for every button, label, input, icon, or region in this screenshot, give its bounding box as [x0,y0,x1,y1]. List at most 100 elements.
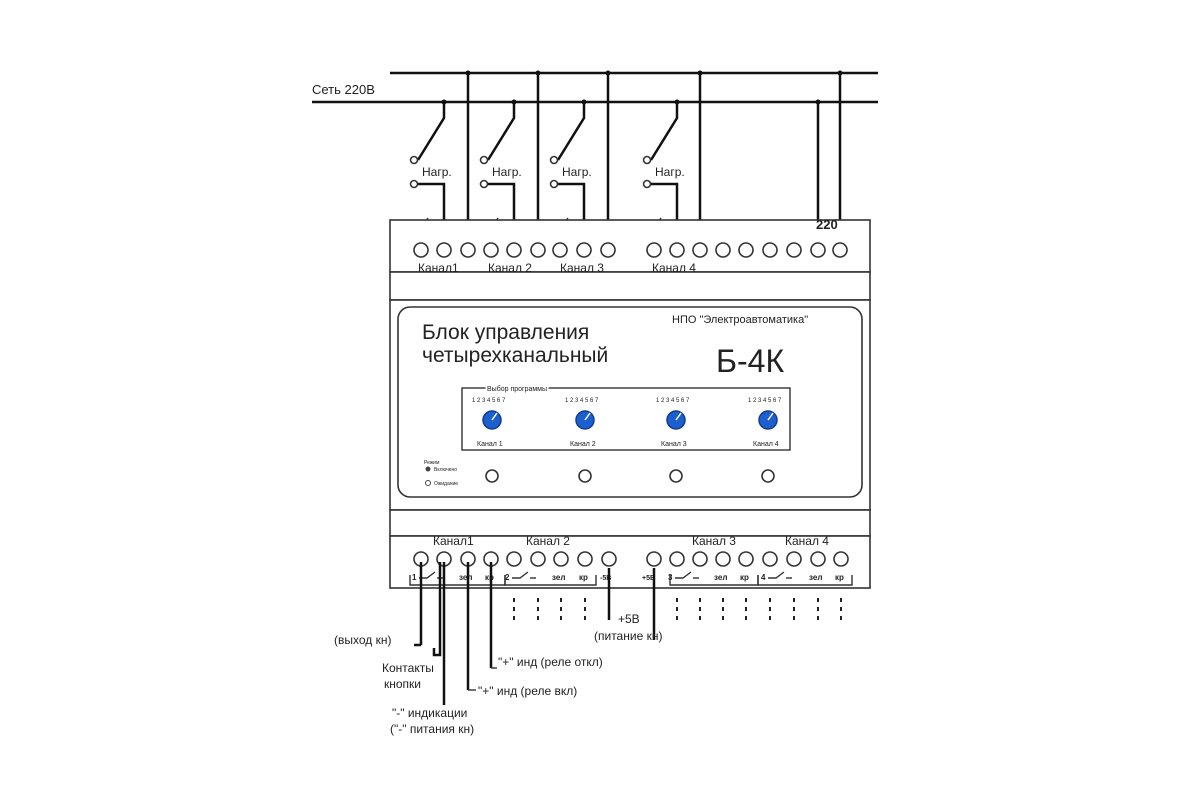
top-terminal [483,242,499,258]
load-label: Нагр. [422,165,452,179]
device-title-line1: Блок управления [422,321,589,344]
bottom-channel-label: Канал 3 [692,534,736,548]
device-title-line2: четырехканальный [422,344,608,367]
load-label: Нагр. [492,165,522,179]
top-channel-label: Канал 2 [488,261,532,275]
top-terminal [552,242,568,258]
top-terminal [669,242,685,258]
dial-scale: 1 2 3 4 5 6 7 [656,398,690,404]
bottom-terminal [553,551,569,567]
top-terminal [530,242,546,258]
knob-channel-label: Канал 1 [477,441,503,448]
load-wire [416,102,446,161]
mains-node [535,70,541,76]
ind-off-label: "+" инд (реле откл) [498,655,603,669]
bottom-terminal [669,551,685,567]
top-terminals [413,242,848,258]
model-label: Б-4К [716,343,784,379]
load-terminal [642,155,652,165]
load-label: Нагр. [562,165,592,179]
knob-pointer [491,412,498,421]
channel-led [669,469,683,483]
terminal-number: 4 [761,573,766,582]
unused-wires [513,598,842,620]
ind-on-label: "+" инд (реле вкл) [478,684,577,698]
knob-pointer [675,412,682,421]
top-channel-label: Канал1 [418,261,459,275]
top-terminal [810,242,826,258]
button-switch-symbol [768,571,785,579]
bottom-terminal [762,551,778,567]
bottom-terminal [738,551,754,567]
indicator-active-label: Включено [434,467,457,473]
mains-node [465,70,471,76]
channel-led [485,469,499,483]
top-terminal [832,242,848,258]
top-terminal [413,242,429,258]
indicator-standby-label: Ожидание [434,481,458,487]
terminal-number: 2 [505,573,510,582]
button-switch-symbol [675,571,692,579]
load-terminal [479,179,489,189]
dial-scale: 1 2 3 4 5 6 7 [565,398,599,404]
indicator-mode-label: Режим [424,460,440,466]
bottom-terminal [692,551,708,567]
bottom-channel-label: Канал 2 [526,534,570,548]
device-top-strip [389,271,871,301]
top-terminal [786,242,802,258]
load-terminal [549,155,559,165]
load-terminal [549,179,559,189]
load-terminal [642,179,652,189]
device-bottom-strip [389,509,871,537]
bottom-channel-labels: Канал1 Канал 2 Канал 3 Канал 4 [433,534,829,548]
knob-channel-label: Канал 4 [753,441,779,448]
dial-scale: 1 2 3 4 5 6 7 [472,398,506,404]
button-contacts-label-1: Контакты [382,661,434,675]
load-label: Нагр. [655,165,685,179]
mains-node [605,70,611,76]
top-terminal [715,242,731,258]
bottom-terminal [577,551,593,567]
program-select-label: Выбор программы [487,385,547,393]
mains-node [837,70,843,76]
dial-scale: 1 2 3 4 5 6 7 [748,398,782,404]
program-select-box [461,387,791,451]
terminal-kr-label: кр [579,573,588,582]
top-terminal [692,242,708,258]
top-terminal [576,242,592,258]
top-terminal [460,242,476,258]
knob-pointer [584,412,591,421]
terminal-plus5-label: +5В [642,575,655,582]
mains-node [815,99,821,105]
indicator-standby-led [425,480,431,486]
load-wiring: Нагр.1Нагр.2Нагр.3Нагр.4 [409,70,703,248]
terminal-zel-label: зел [809,573,822,582]
top-channel-labels: Канал1 Канал 2 Канал 3 Канал 4 [418,261,696,275]
top-channel-label: Канал 3 [560,261,604,275]
bottom-terminal [810,551,826,567]
top-terminal [436,242,452,258]
channel-led [761,469,775,483]
minus-ind-label-2: ("-" питания кн) [390,722,474,736]
terminal-number: 1 [412,573,417,582]
minus-ind-label-1: "-" индикации [392,706,467,720]
bottom-terminal [715,551,731,567]
terminal-zel-label: зел [714,573,727,582]
mains-node [511,99,517,105]
knob-channel-label: Канал 3 [661,441,687,448]
bottom-channel-label: Канал 4 [785,534,829,548]
bottom-terminal [530,551,546,567]
bottom-terminal [506,551,522,567]
load-wire [486,102,516,161]
button-switch-symbol [512,571,529,579]
button-out-label: (выход кн) [334,633,391,647]
top-terminal [506,242,522,258]
top-terminal [762,242,778,258]
mains-node [674,99,680,105]
terminal-plus5 [646,551,662,567]
load-terminal [479,155,489,165]
load-wire [556,102,586,161]
knob-pointer [767,412,774,421]
mains-node [581,99,587,105]
